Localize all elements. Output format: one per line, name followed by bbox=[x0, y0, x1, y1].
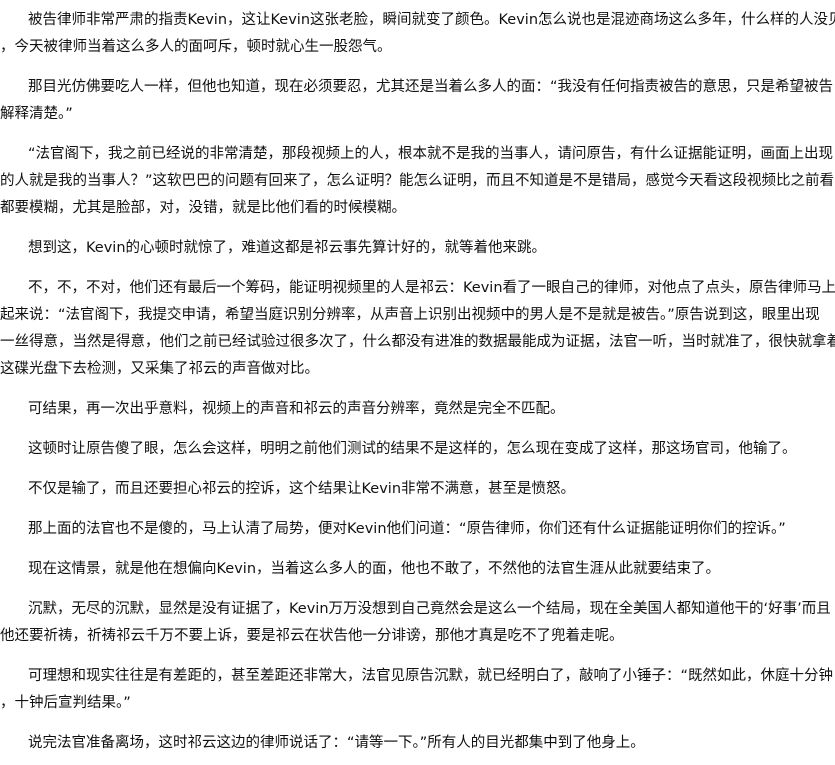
paragraph-line: 都要模糊，尤其是脸部，对，没错，就是比他们看的时候模糊。 bbox=[0, 200, 406, 216]
paragraph-line: 他还要祈祷，祈祷祁云千万不要上诉，要是祁云在状告他一分诽谤，那他才真是吃不了兜着… bbox=[0, 628, 624, 644]
paragraph-line: 的人就是我的当事人？”这软巴巴的问题有回来了，怎么证明？能怎么证明，而且不知道是… bbox=[0, 173, 835, 189]
paragraph: 说完法官准备离场，这时祁云这边的律师说话了：“请等一下。”所有人的目光都集中到了… bbox=[0, 730, 835, 757]
paragraph: 沉默，无尽的沉默，显然是没有证据了，Kevin万万没想到自己竟然会是这么一个结局… bbox=[0, 596, 835, 650]
paragraph-line: “法官阁下，我之前已经说的非常清楚，那段视频上的人，根本就不是我的当事人，请问原… bbox=[28, 146, 834, 162]
paragraph: 不仅是输了，而且还要担心祁云的控诉，这个结果让Kevin非常不满意，甚至是愤怒。 bbox=[0, 476, 835, 503]
paragraph-line: ，十钟后宣判结果。” bbox=[0, 695, 131, 711]
paragraph: 那上面的法官也不是傻的，马上认清了局势，便对Kevin他们问道：“原告律师，你们… bbox=[0, 516, 835, 543]
paragraph-line: 想到这，Kevin的心顿时就惊了，难道这都是祁云事先算计好的，就等着他来跳。 bbox=[28, 240, 547, 256]
paragraph-line: 这顿时让原告傻了眼，怎么会这样，明明之前他们测试的结果不是这样的，怎么现在变成了… bbox=[28, 441, 797, 457]
paragraph-line: 不仅是输了，而且还要担心祁云的控诉，这个结果让Kevin非常不满意，甚至是愤怒。 bbox=[28, 481, 576, 497]
paragraph: 那目光仿佛要吃人一样，但他也知道，现在必须要忍，尤其还是当着么多人的面：“我没有… bbox=[0, 74, 835, 128]
paragraph: 想到这，Kevin的心顿时就惊了，难道这都是祁云事先算计好的，就等着他来跳。 bbox=[0, 235, 835, 262]
paragraph-line: 解释清楚。” bbox=[0, 106, 73, 122]
paragraph: 现在这情景，就是他在想偏向Kevin，当着这么多人的面，他也不敢了，不然他的法官… bbox=[0, 556, 835, 583]
paragraph-line: 这碟光盘下去检测，又采集了祁云的声音做对比。 bbox=[0, 361, 319, 377]
paragraph-line: 不，不，不对，他们还有最后一个筹码，能证明视频里的人是祁云：Kevin看了一眼自… bbox=[28, 280, 835, 296]
paragraph-line: 起来说：“法官阁下，我提交申请，希望当庭识别分辨率，从声音上识别出视频中的男人是… bbox=[0, 307, 820, 323]
paragraph-line: 一丝得意，当然是得意，他们之前已经试验过很多次了，什么都没有进准的数据最能成为证… bbox=[0, 334, 835, 350]
paragraph: 这顿时让原告傻了眼，怎么会这样，明明之前他们测试的结果不是这样的，怎么现在变成了… bbox=[0, 436, 835, 463]
paragraph: 被告律师非常严肃的指责Kevin，这让Kevin这张老脸，瞬间就变了颜色。Kev… bbox=[0, 7, 835, 61]
paragraph-line: 说完法官准备离场，这时祁云这边的律师说话了：“请等一下。”所有人的目光都集中到了… bbox=[28, 735, 645, 751]
paragraph: “法官阁下，我之前已经说的非常清楚，那段视频上的人，根本就不是我的当事人，请问原… bbox=[0, 141, 835, 222]
paragraph-line: 现在这情景，就是他在想偏向Kevin，当着这么多人的面，他也不敢了，不然他的法官… bbox=[28, 561, 721, 577]
paragraph-line: 可理想和现实往往是有差距的，甚至差距还非常大，法官见原告沉默，就已经明白了，敲响… bbox=[28, 668, 834, 684]
paragraph-line: ，今天被律师当着这么多人的面呵斥，顿时就心生一股怨气。 bbox=[0, 39, 392, 55]
paragraph-line: 沉默，无尽的沉默，显然是没有证据了，Kevin万万没想到自己竟然会是这么一个结局… bbox=[28, 601, 831, 617]
paragraph: 可结果，再一次出乎意料，视频上的声音和祁云的声音分辨率，竟然是完全不匹配。 bbox=[0, 396, 835, 423]
paragraph-line: 可结果，再一次出乎意料，视频上的声音和祁云的声音分辨率，竟然是完全不匹配。 bbox=[28, 401, 565, 417]
paragraph-line: 那目光仿佛要吃人一样，但他也知道，现在必须要忍，尤其还是当着么多人的面：“我没有… bbox=[28, 79, 834, 95]
paragraph-line: 那上面的法官也不是傻的，马上认清了局势，便对Kevin他们问道：“原告律师，你们… bbox=[28, 521, 786, 537]
paragraph-line: 被告律师非常严肃的指责Kevin，这让Kevin这张老脸，瞬间就变了颜色。Kev… bbox=[28, 12, 835, 28]
paragraph: 可理想和现实往往是有差距的，甚至差距还非常大，法官见原告沉默，就已经明白了，敲响… bbox=[0, 663, 835, 717]
paragraph: 不，不，不对，他们还有最后一个筹码，能证明视频里的人是祁云：Kevin看了一眼自… bbox=[0, 275, 835, 383]
